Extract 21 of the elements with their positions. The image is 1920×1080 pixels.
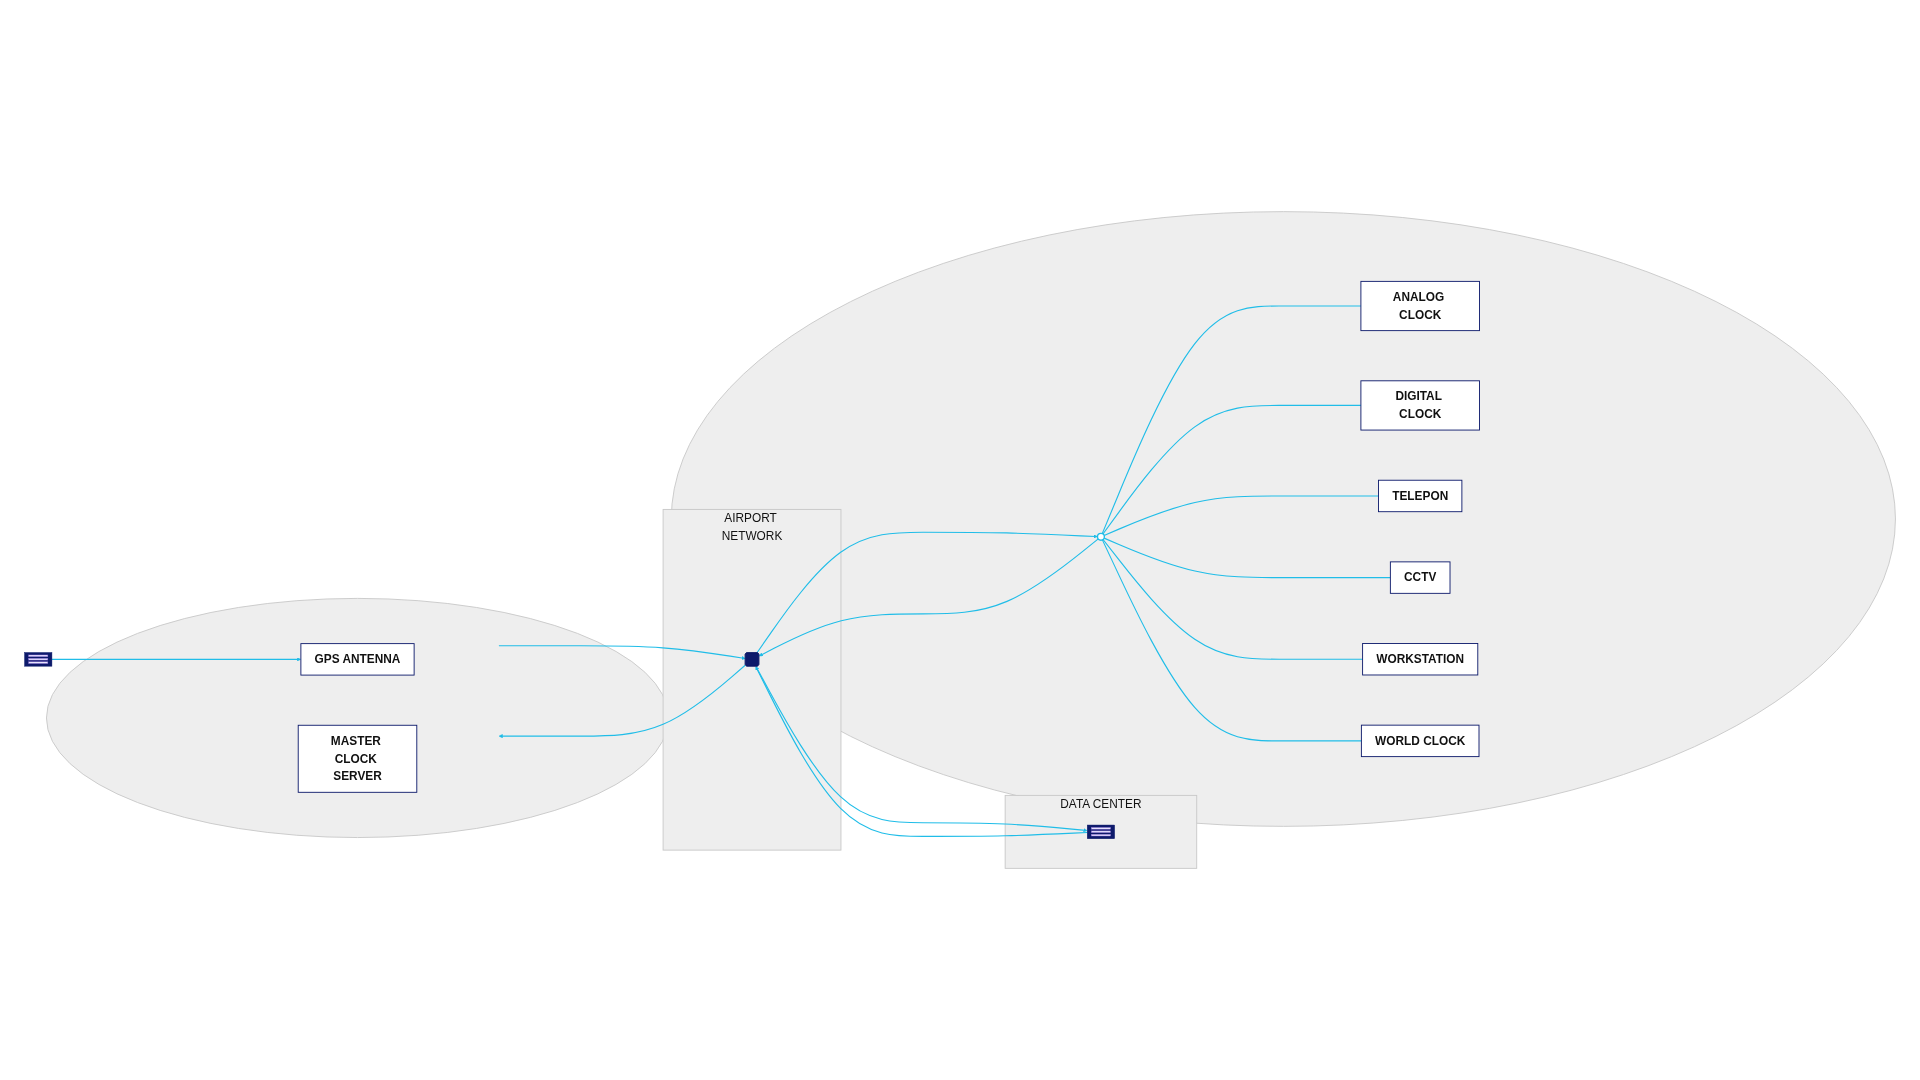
connector xyxy=(1101,305,1362,535)
node-box: WORKSTATION xyxy=(1362,643,1479,676)
node-box: GPS ANTENNA xyxy=(300,643,415,676)
cluster xyxy=(670,211,1896,827)
node-box: WORLD CLOCK xyxy=(1360,724,1480,758)
node-box: MASTER CLOCK SERVER xyxy=(297,724,418,793)
connector xyxy=(1101,539,1362,742)
cluster: AIRPORT NETWORK xyxy=(662,508,842,851)
connector xyxy=(1103,537,1391,579)
node-box: CCTV xyxy=(1389,561,1451,594)
connector xyxy=(1102,404,1362,535)
connector xyxy=(1102,538,1364,660)
cluster: DATA CENTER xyxy=(1004,794,1198,869)
node-box: TELEPON xyxy=(1378,479,1463,513)
connector xyxy=(1103,495,1380,536)
arrow xyxy=(51,657,302,662)
arrow xyxy=(498,664,746,739)
arrow xyxy=(498,645,746,660)
node-box: DIGITAL CLOCK xyxy=(1360,380,1480,431)
node-circle xyxy=(1096,532,1106,541)
node-box: ANALOG CLOCK xyxy=(1360,280,1480,332)
